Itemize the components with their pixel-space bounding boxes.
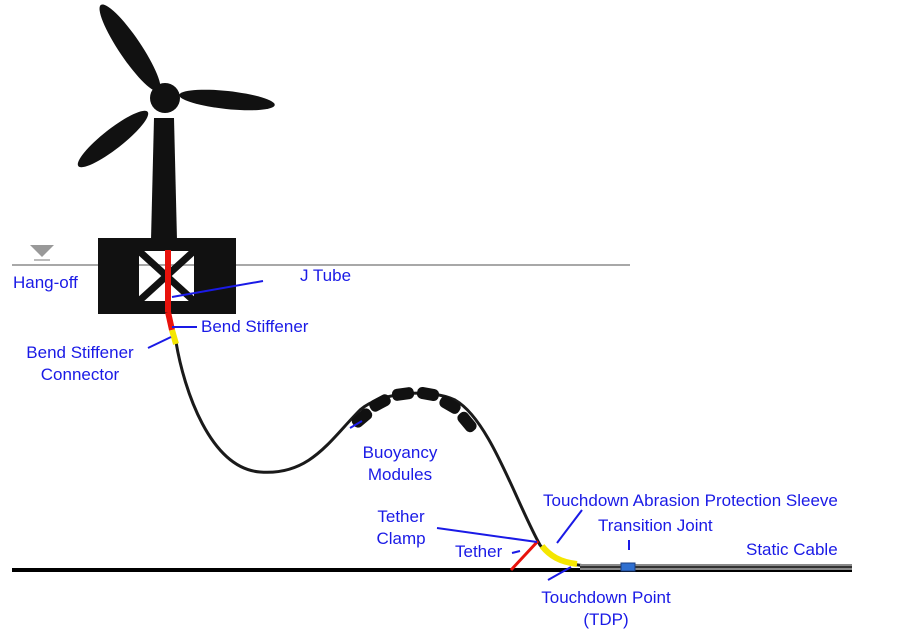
bend-stiffener-connector-line-1: Bend Stiffener: [26, 343, 134, 362]
tdp-leader: [547, 566, 572, 581]
static-cable-label: Static Cable: [746, 540, 838, 559]
tether-clamp-line-2: Clamp: [376, 529, 426, 548]
tether-line: [509, 539, 540, 572]
leader-lines: [147, 280, 630, 581]
bend-stiffener-connector-line-2: Connector: [40, 365, 120, 384]
transition-joint-marker: [620, 562, 636, 572]
buoyancy-modules-label: Buoyancy Modules: [355, 442, 445, 486]
turbine-blade-lower: [77, 110, 149, 168]
turbine-tower: [151, 118, 177, 240]
hang-off-label: Hang-off: [13, 273, 78, 292]
j-tube-leader: [171, 280, 264, 298]
buoyancy-modules-line-1: Buoyancy: [362, 443, 438, 462]
bend-stiffener-connector-label: Bend Stiffener Connector: [8, 342, 152, 386]
bend-stiffener-segment: [165, 311, 175, 331]
buoyancy-leader: [349, 420, 363, 429]
bend-stiffener-label: Bend Stiffener: [201, 317, 309, 336]
water-level-icon: [30, 245, 54, 257]
touchdown-point-line-1: Touchdown Point: [541, 588, 671, 607]
touchdown-point-line-2: (TDP): [583, 610, 629, 629]
tether-clamp-label: Tether Clamp: [368, 506, 434, 550]
turbine-blade-upper: [99, 4, 161, 92]
buoyancy-modules: [351, 386, 477, 433]
tether-clamp-leader: [436, 527, 538, 543]
tether-leader: [511, 550, 521, 554]
wind-turbine: [77, 4, 275, 240]
connector-leader: [147, 336, 172, 349]
bend-stiffener-connector-segment: [169, 329, 179, 345]
turbine-hub: [150, 83, 180, 113]
transition-joint-label: Transition Joint: [598, 516, 713, 535]
floating-platform: [98, 238, 236, 314]
buoyancy-modules-line-2: Modules: [367, 465, 433, 484]
abrasion-sleeve-segment: [539, 544, 578, 567]
j-tube-label: J Tube: [300, 266, 352, 285]
tether-clamp-line-1: Tether: [377, 507, 425, 526]
sleeve-leader: [556, 509, 583, 544]
tether-label: Tether: [455, 542, 503, 561]
touchdown-point-label: Touchdown Point (TDP): [518, 587, 694, 631]
turbine-blade-right: [179, 89, 275, 111]
touchdown-abrasion-protection-sleeve-label: Touchdown Abrasion Protection Sleeve: [543, 491, 838, 510]
